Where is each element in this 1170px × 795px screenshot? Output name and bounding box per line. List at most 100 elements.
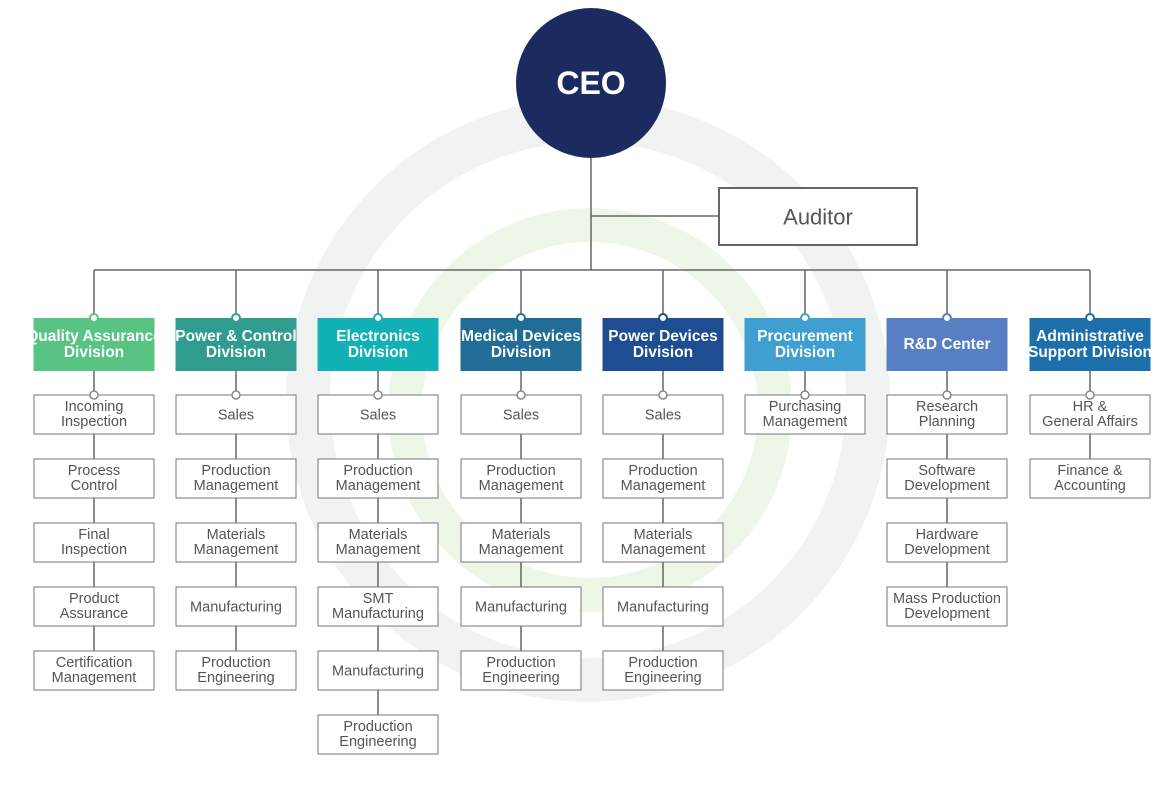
unit-label: Production <box>486 655 555 671</box>
unit-node: HR &General Affairs <box>1029 390 1151 435</box>
unit-connector-dot <box>942 390 952 400</box>
unit-label: Materials <box>492 527 551 543</box>
division-box <box>317 318 439 371</box>
unit-label: Research <box>916 399 978 415</box>
unit-box <box>602 394 724 435</box>
unit-box <box>175 586 297 627</box>
unit-node: Sales <box>317 390 439 435</box>
unit-label: Manufacturing <box>475 600 567 616</box>
unit-box <box>33 586 155 627</box>
division-connector-dot <box>373 313 383 323</box>
unit-box <box>602 586 724 627</box>
division-box <box>886 318 1008 371</box>
division-column: ElectronicsDivisionSalesProductionManage… <box>317 313 439 755</box>
unit-label: Management <box>621 542 706 558</box>
unit-connector-dot <box>89 390 99 400</box>
unit-label: Sales <box>218 408 254 424</box>
unit-box <box>602 458 724 499</box>
unit-box <box>33 522 155 563</box>
unit-label: Hardware <box>916 527 979 543</box>
unit-box <box>886 458 1008 499</box>
unit-box <box>602 650 724 691</box>
unit-label: Manufacturing <box>190 600 282 616</box>
unit-connector-dot <box>800 390 810 400</box>
unit-label: Sales <box>645 408 681 424</box>
unit-box <box>460 522 582 563</box>
division-box <box>744 318 866 371</box>
division-label: Procurement <box>757 328 853 345</box>
unit-box <box>317 650 439 691</box>
unit-label: Accounting <box>1054 478 1126 494</box>
unit-label: SMT <box>363 591 394 607</box>
unit-label: Manufacturing <box>617 600 709 616</box>
division-label: Division <box>633 344 693 361</box>
unit-label: Management <box>479 542 564 558</box>
unit-label: Management <box>336 478 421 494</box>
unit-node: Manufacturing <box>317 650 439 691</box>
division-box <box>602 318 724 371</box>
division-column: R&D CenterResearchPlanningSoftwareDevelo… <box>886 313 1008 627</box>
division-label: Division <box>206 344 266 361</box>
unit-label: Materials <box>634 527 693 543</box>
unit-label: Process <box>68 463 120 479</box>
unit-label: Control <box>71 478 118 494</box>
unit-box <box>33 458 155 499</box>
unit-label: Incoming <box>65 399 124 415</box>
unit-label: General Affairs <box>1042 414 1138 430</box>
unit-box <box>317 586 439 627</box>
auditor-box <box>718 187 918 246</box>
unit-label: Materials <box>207 527 266 543</box>
unit-connector-dot <box>1085 390 1095 400</box>
division-label: Quality Assurance <box>26 328 162 345</box>
unit-label: Finance & <box>1057 463 1123 479</box>
division-label: Power & Control <box>175 328 296 345</box>
unit-box <box>33 650 155 691</box>
unit-label: Engineering <box>482 670 559 686</box>
unit-label: Inspection <box>61 414 127 430</box>
division-column: Power DevicesDivisionSalesProductionMana… <box>602 313 724 691</box>
unit-box <box>175 458 297 499</box>
division-connector-dot <box>1085 313 1095 323</box>
division-connector-dot <box>942 313 952 323</box>
unit-label: Production <box>343 463 412 479</box>
unit-label: Materials <box>349 527 408 543</box>
unit-label: Management <box>763 414 848 430</box>
ceo-label: CEO <box>556 65 625 101</box>
connector-lines <box>93 158 1091 735</box>
unit-label: Production <box>628 463 697 479</box>
division-label: Support Division <box>1028 344 1152 361</box>
unit-label: HR & <box>1073 399 1108 415</box>
division-connector-dot <box>516 313 526 323</box>
unit-node: Sales <box>460 390 582 435</box>
unit-box <box>1029 394 1151 435</box>
unit-box <box>317 714 439 755</box>
unit-label: Management <box>621 478 706 494</box>
division-label: R&D Center <box>904 336 991 353</box>
division-connector-dot <box>231 313 241 323</box>
division-column: Power & ControlDivisionSalesProductionMa… <box>175 313 297 691</box>
unit-label: Engineering <box>624 670 701 686</box>
unit-label: Management <box>52 670 137 686</box>
unit-connector-dot <box>231 390 241 400</box>
division-box <box>175 318 297 371</box>
unit-label: Management <box>336 542 421 558</box>
unit-label: Certification <box>56 655 133 671</box>
unit-box <box>175 522 297 563</box>
division-box <box>33 318 155 371</box>
unit-label: Development <box>904 606 989 622</box>
